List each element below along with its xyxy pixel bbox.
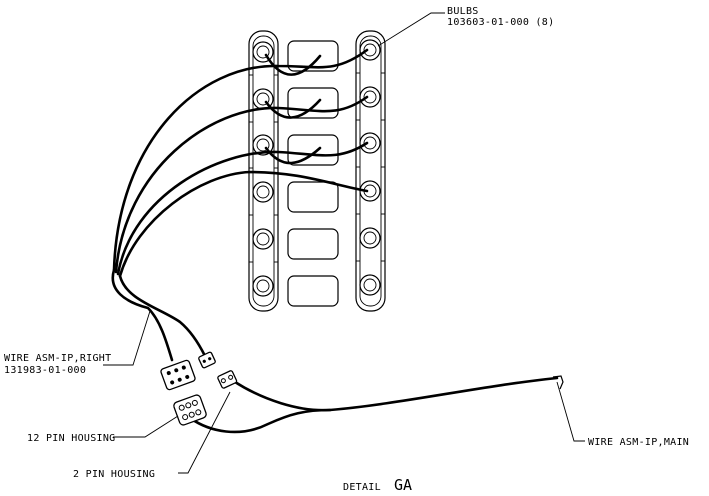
bulb-socket (252, 228, 274, 250)
bulb-socket (252, 134, 274, 156)
lens-windows (287, 40, 339, 307)
wire-main-label: WIRE ASM-IP,MAIN (588, 437, 689, 448)
connector-12-pin-housing (173, 394, 207, 426)
left-bulb-sockets (252, 41, 274, 297)
detail-id: GA (394, 476, 412, 494)
left-bulb-strip (248, 30, 279, 312)
right-bulb-strip (355, 30, 386, 312)
12-pin-housing-label: 12 PIN HOUSING (27, 433, 116, 444)
bulb-socket (359, 132, 381, 154)
bulb-socket (252, 41, 274, 63)
bulb-socket (359, 227, 381, 249)
callout-labels: BULBS 103603-01-000 (8) WIRE ASM-IP,RIGH… (4, 6, 689, 494)
connector-2-pin-plug (198, 351, 216, 369)
leader-lines (103, 12, 585, 474)
bulb-socket (359, 274, 381, 296)
detail-prefix: DETAIL (343, 482, 381, 493)
bulb-socket (252, 181, 274, 203)
connector-12-pin-upper (160, 359, 196, 391)
connector-2-pin-housing (217, 370, 238, 389)
bulbs-label: BULBS (447, 6, 479, 17)
2-pin-housing-label: 2 PIN HOUSING (73, 469, 155, 480)
wire-harness (111, 48, 559, 434)
bulb-socket (252, 275, 274, 297)
bulb-socket (359, 86, 381, 108)
bulb-socket (359, 39, 381, 61)
wire-end-terminal (552, 375, 564, 390)
wire-right-label: WIRE ASM-IP,RIGHT (4, 353, 111, 364)
bulbs-part-number: 103603-01-000 (8) (447, 17, 554, 28)
right-bulb-sockets (359, 39, 381, 296)
wire-right-part-number: 131983-01-000 (4, 365, 86, 376)
